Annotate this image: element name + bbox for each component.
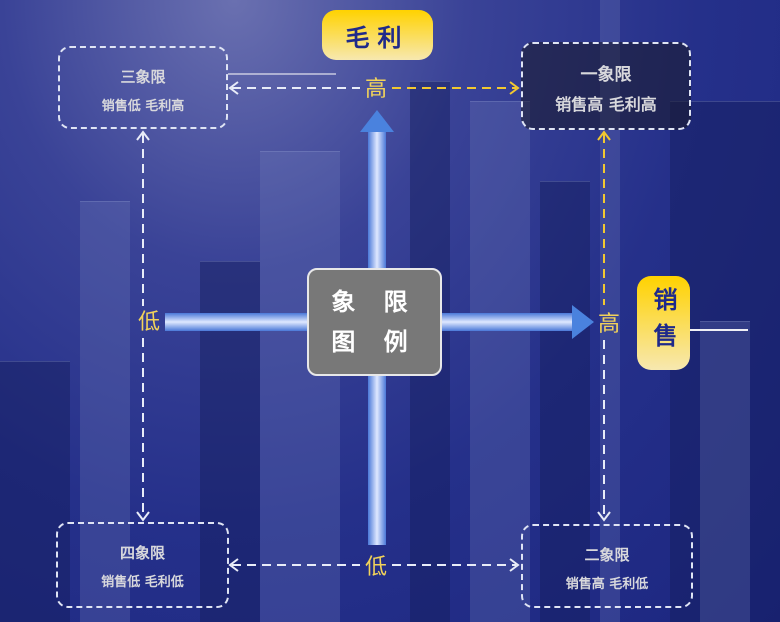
quadrant-3-box: 三象限 销售低 毛利高 xyxy=(58,46,228,129)
x-axis-title-pill: 销售 xyxy=(637,276,690,370)
center-line-2: 图 例 xyxy=(331,328,418,356)
legend-center-box: 象 限 图 例 xyxy=(307,268,442,376)
quadrant-desc: 销售高 毛利低 xyxy=(565,577,649,592)
quadrant-1-box: 一象限 销售高 毛利高 xyxy=(521,42,691,130)
center-line-1: 象 限 xyxy=(331,288,418,316)
quadrant-2-box: 二象限 销售高 毛利低 xyxy=(521,524,693,608)
quadrant-title: 四象限 xyxy=(119,544,165,562)
quadrant-4-box: 四象限 销售低 毛利低 xyxy=(56,522,229,608)
y-axis-arrow-head xyxy=(360,110,394,132)
y-high-label: 高 xyxy=(364,77,388,102)
y-axis-title: 毛利 xyxy=(345,23,410,52)
y-axis-title-pill: 毛利 xyxy=(322,10,433,60)
quadrant-desc: 销售低 毛利高 xyxy=(101,99,185,114)
x-axis-title: 销售 xyxy=(649,287,677,359)
quadrant-desc: 销售高 毛利高 xyxy=(555,95,657,114)
x-high-label: 高 xyxy=(597,312,621,337)
x-low-label: 低 xyxy=(137,310,161,335)
x-axis-arrow-head xyxy=(572,305,594,339)
quadrant-title: 三象限 xyxy=(120,68,166,86)
quadrant-title: 一象限 xyxy=(580,65,632,85)
y-low-label: 低 xyxy=(364,555,388,580)
quadrant-title: 二象限 xyxy=(584,546,630,564)
quadrant-desc: 销售低 毛利低 xyxy=(101,575,184,590)
